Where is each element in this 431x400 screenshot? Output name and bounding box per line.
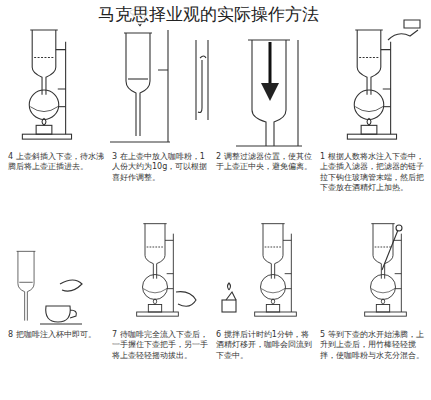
step-caption: 6 搅拌后计时约1分钟，将酒精灯移开，咖啡会回流到下壶中。 bbox=[216, 330, 312, 361]
step-caption: 2 调整过滤器位置，使其位于上壶正中央，避免偏离。 bbox=[216, 152, 312, 173]
step-caption: 3 在上壶中放入咖啡粉，1人份大约为10g，可以根据喜好作调整。 bbox=[112, 152, 208, 183]
step-caption: 7 待咖啡完全流入下壶后，一手握住下壶把手，另一手将上壶轻轻摇动拔出。 bbox=[112, 330, 208, 361]
step-caption: 1 根据人数将水注入下壶中，上壶插入滤器，把滤器的链子拉下钩住玻璃管末端，然后把… bbox=[320, 152, 424, 194]
step-caption: 4 上壶斜插入下壶，待水沸腾后将上壶正插进去。 bbox=[8, 152, 106, 173]
step-caption: 5 等到下壶的水开始沸腾，上升到上壶后，用竹棒轻轻搅拌，使咖啡粉与水充分混合。 bbox=[320, 330, 424, 361]
page-title: 马克思择业观的实际操作方法 bbox=[96, 4, 321, 24]
step-caption: 8 把咖啡注入杯中即可。 bbox=[8, 330, 106, 340]
